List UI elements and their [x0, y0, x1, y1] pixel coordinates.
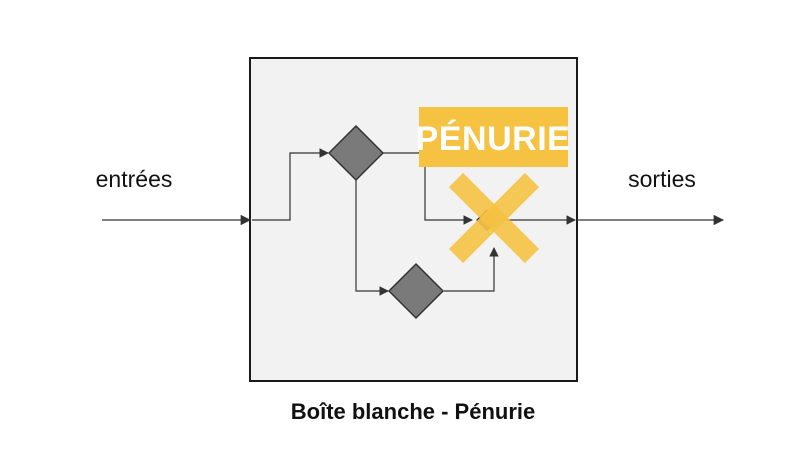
outputs-label: sorties — [628, 166, 696, 192]
flow-top-node-to-merge — [382, 152, 473, 225]
flow-top-node-to-bottom-node — [355, 180, 389, 296]
flow-entry-to-top-node — [252, 148, 329, 221]
decision-node-bottom — [387, 262, 445, 320]
flow-bottom-node-to-merge — [444, 247, 499, 292]
diagram-caption: Boîte blanche - Pénurie — [291, 399, 536, 424]
shortage-banner-label: PÉNURIE — [416, 120, 571, 158]
shortage-banner — [419, 107, 568, 167]
inputs-label: entrées — [96, 166, 173, 192]
decision-node-top — [327, 124, 385, 182]
shortage-cross-icon — [448, 172, 540, 264]
